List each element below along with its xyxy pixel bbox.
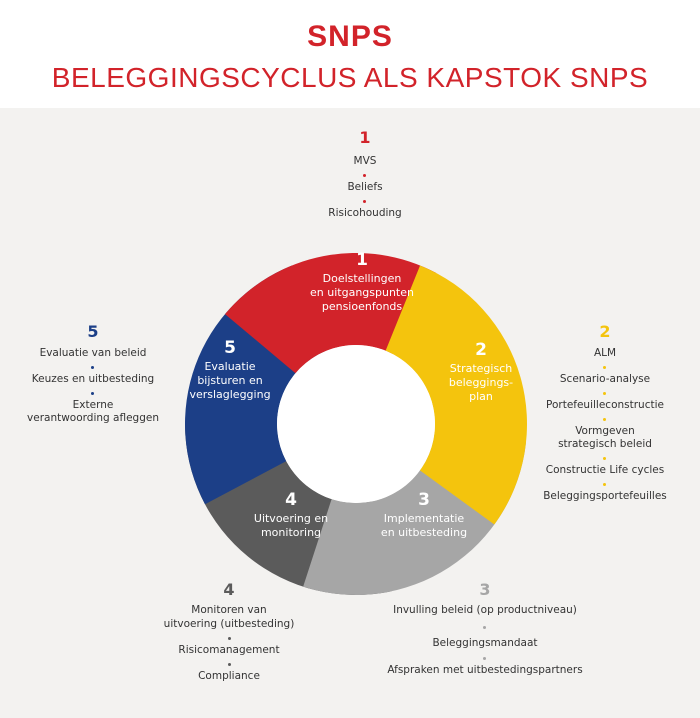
list-2-bullet	[603, 366, 606, 369]
segment-3-line-2: en uitbesteding	[381, 526, 467, 539]
page-title: BELEGGINGSCYCLUS ALS KAPSTOK SNPS	[51, 62, 649, 93]
segment-4-line-1: Uitvoering en	[254, 512, 328, 525]
list-2-bullet	[603, 418, 606, 421]
list-3-bullet	[483, 657, 486, 660]
list-2-item-portefeuilleconstructie: Portefeuilleconstructie	[546, 399, 664, 411]
list-5-item-keuzes: Keuzes en uitbesteding	[31, 373, 155, 385]
list-5-item-verantwoording: verantwoording afleggen	[27, 412, 159, 424]
list-2-item-strategisch-beleid: strategisch beleid	[558, 438, 652, 450]
segment-2-number: 2	[475, 340, 487, 360]
segment-5-line-3: verslaglegging	[189, 388, 270, 401]
list-1-item-mvs: MVS	[353, 155, 377, 167]
segment-2-line-1: Strategisch	[450, 362, 512, 375]
list-3-item-beleggingsmandaat: Beleggingsmandaat	[432, 637, 538, 649]
segment-2-label: 2 Strategisch beleggings- plan	[449, 340, 513, 403]
segment-5-number: 5	[224, 338, 236, 358]
segment-1-line-3: pensioenfonds	[322, 300, 403, 313]
list-4-number: 4	[223, 580, 235, 599]
segment-2-line-2: beleggings-	[449, 376, 513, 389]
segment-2-yellow	[385, 265, 527, 525]
list-3-bullet	[483, 626, 486, 629]
list-1-item-beliefs: Beliefs	[347, 181, 383, 193]
list-4-bullet	[228, 637, 231, 640]
list-2-bullet	[603, 392, 606, 395]
segment-5-line-1: Evaluatie	[204, 360, 255, 373]
list-2-item-beleggingsportefeuilles: Beleggingsportefeuilles	[543, 490, 667, 502]
segment-1-line-1: Doelstellingen	[323, 272, 402, 285]
list-1-bullet	[363, 200, 366, 203]
segment-1-label: 1 Doelstellingen en uitgangspunten pensi…	[310, 250, 414, 313]
list-3-item-afspraken: Afspraken met uitbestedingspartners	[387, 664, 583, 676]
list-2-bullet	[603, 457, 606, 460]
list-2-bullet	[603, 483, 606, 486]
brand-title: SNPS	[307, 20, 393, 53]
header: SNPS BELEGGINGSCYCLUS ALS KAPSTOK SNPS	[0, 0, 700, 108]
list-4-item-compliance: Compliance	[198, 670, 260, 682]
list-1-bullet	[363, 174, 366, 177]
segment-4-label: 4 Uitvoering en monitoring	[254, 490, 328, 539]
list-2-item-vormgeven: Vormgeven	[575, 425, 635, 437]
segment-3-label: 3 Implementatie en uitbesteding	[381, 490, 467, 539]
segment-1-number: 1	[356, 250, 368, 270]
list-2-item-scenario-analyse: Scenario-analyse	[559, 373, 651, 385]
list-2-item-alm: ALM	[593, 347, 617, 359]
list-4-item-uitvoering: uitvoering (uitbesteding)	[163, 618, 295, 630]
segment-1-line-2: en uitgangspunten	[310, 286, 414, 299]
segment-3-line-1: Implementatie	[384, 512, 465, 525]
list-1-item-risicohouding: Risicohouding	[328, 207, 402, 219]
list-3-item-invulling-beleid: Invulling beleid (op productniveau)	[393, 604, 577, 616]
segment-4-number: 4	[285, 490, 297, 510]
list-4-item-monitoren-van: Monitoren van	[191, 604, 267, 616]
list-5-item-evaluatie: Evaluatie van beleid	[39, 347, 147, 359]
list-4-bullet	[228, 663, 231, 666]
list-5-bullet	[91, 366, 94, 369]
segment-5-label: 5 Evaluatie bijsturen en verslaglegging	[189, 338, 270, 401]
segment-1-red	[225, 253, 437, 374]
list-5-item-externe: Externe	[72, 399, 114, 411]
list-1-number: 1	[359, 128, 371, 147]
segment-3-number: 3	[418, 490, 430, 510]
ring-center	[277, 345, 435, 503]
list-4-item-risicomanagement: Risicomanagement	[178, 644, 280, 656]
segment-4-line-2: monitoring	[261, 526, 321, 539]
list-5-bullet	[91, 392, 94, 395]
list-5-number: 5	[87, 322, 99, 341]
cycle-ring	[185, 253, 527, 595]
segment-5-line-2: bijsturen en	[197, 374, 262, 387]
segment-2-line-3: plan	[469, 390, 493, 403]
list-3-number: 3	[479, 580, 491, 599]
list-2-item-life-cycles: Constructie Life cycles	[545, 464, 665, 476]
list-2-number: 2	[599, 322, 611, 341]
